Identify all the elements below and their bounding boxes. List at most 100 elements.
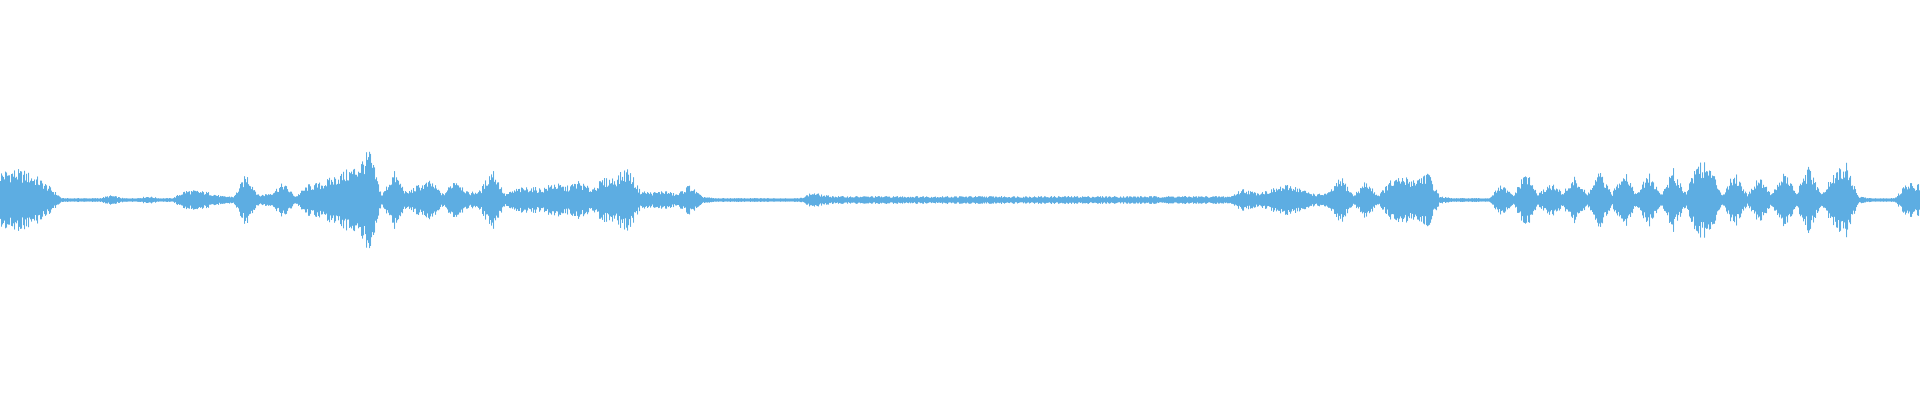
waveform-bar [549, 187, 551, 213]
waveform-bar [1135, 196, 1137, 204]
waveform-bar [1718, 189, 1720, 211]
waveform-bar [372, 167, 374, 233]
waveform-bar [1364, 182, 1366, 218]
waveform-bar [1883, 198, 1885, 202]
waveform-bar [1874, 198, 1876, 202]
waveform-bar [10, 182, 12, 218]
waveform-bar [41, 180, 43, 220]
waveform-bar [276, 188, 278, 212]
waveform-bar [990, 196, 992, 204]
waveform-bar [179, 195, 181, 205]
waveform-bar [917, 196, 919, 204]
waveform-bar [1124, 197, 1126, 203]
waveform-bar [374, 167, 376, 233]
waveform-bar [747, 198, 749, 202]
waveform-bar [685, 192, 687, 208]
waveform-bar [1042, 197, 1044, 203]
waveform-bar [1354, 195, 1356, 205]
waveform-bar [484, 188, 486, 212]
waveform-bar [1214, 196, 1216, 204]
waveform-bar [1103, 197, 1105, 203]
waveform-bar [1468, 198, 1470, 202]
waveform-bar [133, 198, 135, 202]
waveform-bar [1315, 196, 1317, 204]
waveform-bar [1837, 172, 1839, 228]
waveform-bar [815, 195, 817, 205]
waveform-bar [899, 197, 901, 203]
waveform-bar [244, 176, 246, 224]
waveform-bar [551, 185, 553, 215]
waveform-bar [1760, 179, 1762, 221]
waveform-bar [1810, 171, 1812, 229]
waveform-bar [505, 195, 507, 205]
waveform-bar [122, 197, 124, 203]
waveform-bar [1501, 189, 1503, 211]
waveform-bar [1511, 194, 1513, 206]
waveform-bar [225, 196, 227, 204]
waveform-bar [981, 196, 983, 204]
waveform-bar [1243, 189, 1245, 211]
waveform-bar [29, 182, 31, 218]
waveform-bar [844, 197, 846, 203]
waveform-bar [52, 192, 54, 208]
waveform-bar [1139, 197, 1141, 203]
waveform-bar [759, 198, 761, 202]
waveform-bar [853, 197, 855, 203]
waveform-bar [964, 197, 966, 203]
waveform-bar [271, 194, 273, 206]
waveform-bar [1770, 195, 1772, 205]
waveform-bar [1720, 192, 1722, 208]
waveform-bar [720, 198, 722, 202]
waveform-bar [1266, 191, 1268, 209]
waveform-bar [1174, 197, 1176, 203]
waveform-bar [1623, 178, 1625, 222]
waveform-bar [69, 198, 71, 202]
waveform-bar [1632, 186, 1634, 214]
waveform-bar [768, 198, 770, 202]
waveform-bar [626, 172, 628, 228]
waveform-bar [1497, 190, 1499, 210]
waveform-bar [1640, 189, 1642, 211]
waveform-bar [131, 198, 133, 202]
waveform-bar [25, 180, 27, 220]
waveform-bar [1648, 182, 1650, 218]
waveform-bar [1448, 197, 1450, 203]
waveform-bar [1611, 194, 1613, 206]
waveform-bar [385, 190, 387, 210]
waveform-bar [1444, 198, 1446, 202]
waveform-bar [439, 190, 441, 210]
waveform-bar [68, 198, 70, 202]
waveform-bar [1881, 198, 1883, 202]
waveform-bar [1633, 191, 1635, 209]
waveform-bar [1495, 190, 1497, 210]
waveform-bar [53, 192, 55, 208]
waveform-bar [1650, 185, 1652, 215]
waveform-bar [296, 196, 298, 204]
waveform-bar [1871, 198, 1873, 202]
waveform-bar [1901, 193, 1903, 207]
waveform-bar [985, 197, 987, 203]
waveform-bar [448, 187, 450, 213]
waveform-bar [561, 187, 563, 213]
waveform-bar [617, 179, 619, 221]
waveform-bar [1274, 189, 1276, 211]
waveform-bar [62, 198, 64, 202]
waveform-bar [240, 184, 242, 216]
waveform-bar [1424, 175, 1426, 225]
waveform-bar [748, 198, 750, 202]
waveform-bar [625, 181, 627, 219]
waveform-bar [534, 190, 536, 210]
waveform-bar [1177, 196, 1179, 204]
waveform-bar [1286, 185, 1288, 215]
waveform-bar [200, 192, 202, 208]
waveform-bar [1695, 174, 1697, 226]
waveform-bar [462, 187, 464, 213]
waveform-bar [1308, 192, 1310, 208]
waveform-bar [16, 176, 18, 224]
waveform-bar [1397, 181, 1399, 219]
waveform-bar [559, 185, 561, 215]
waveform-bar [1401, 181, 1403, 219]
waveform-bar [879, 196, 881, 204]
waveform-bar [289, 192, 291, 208]
